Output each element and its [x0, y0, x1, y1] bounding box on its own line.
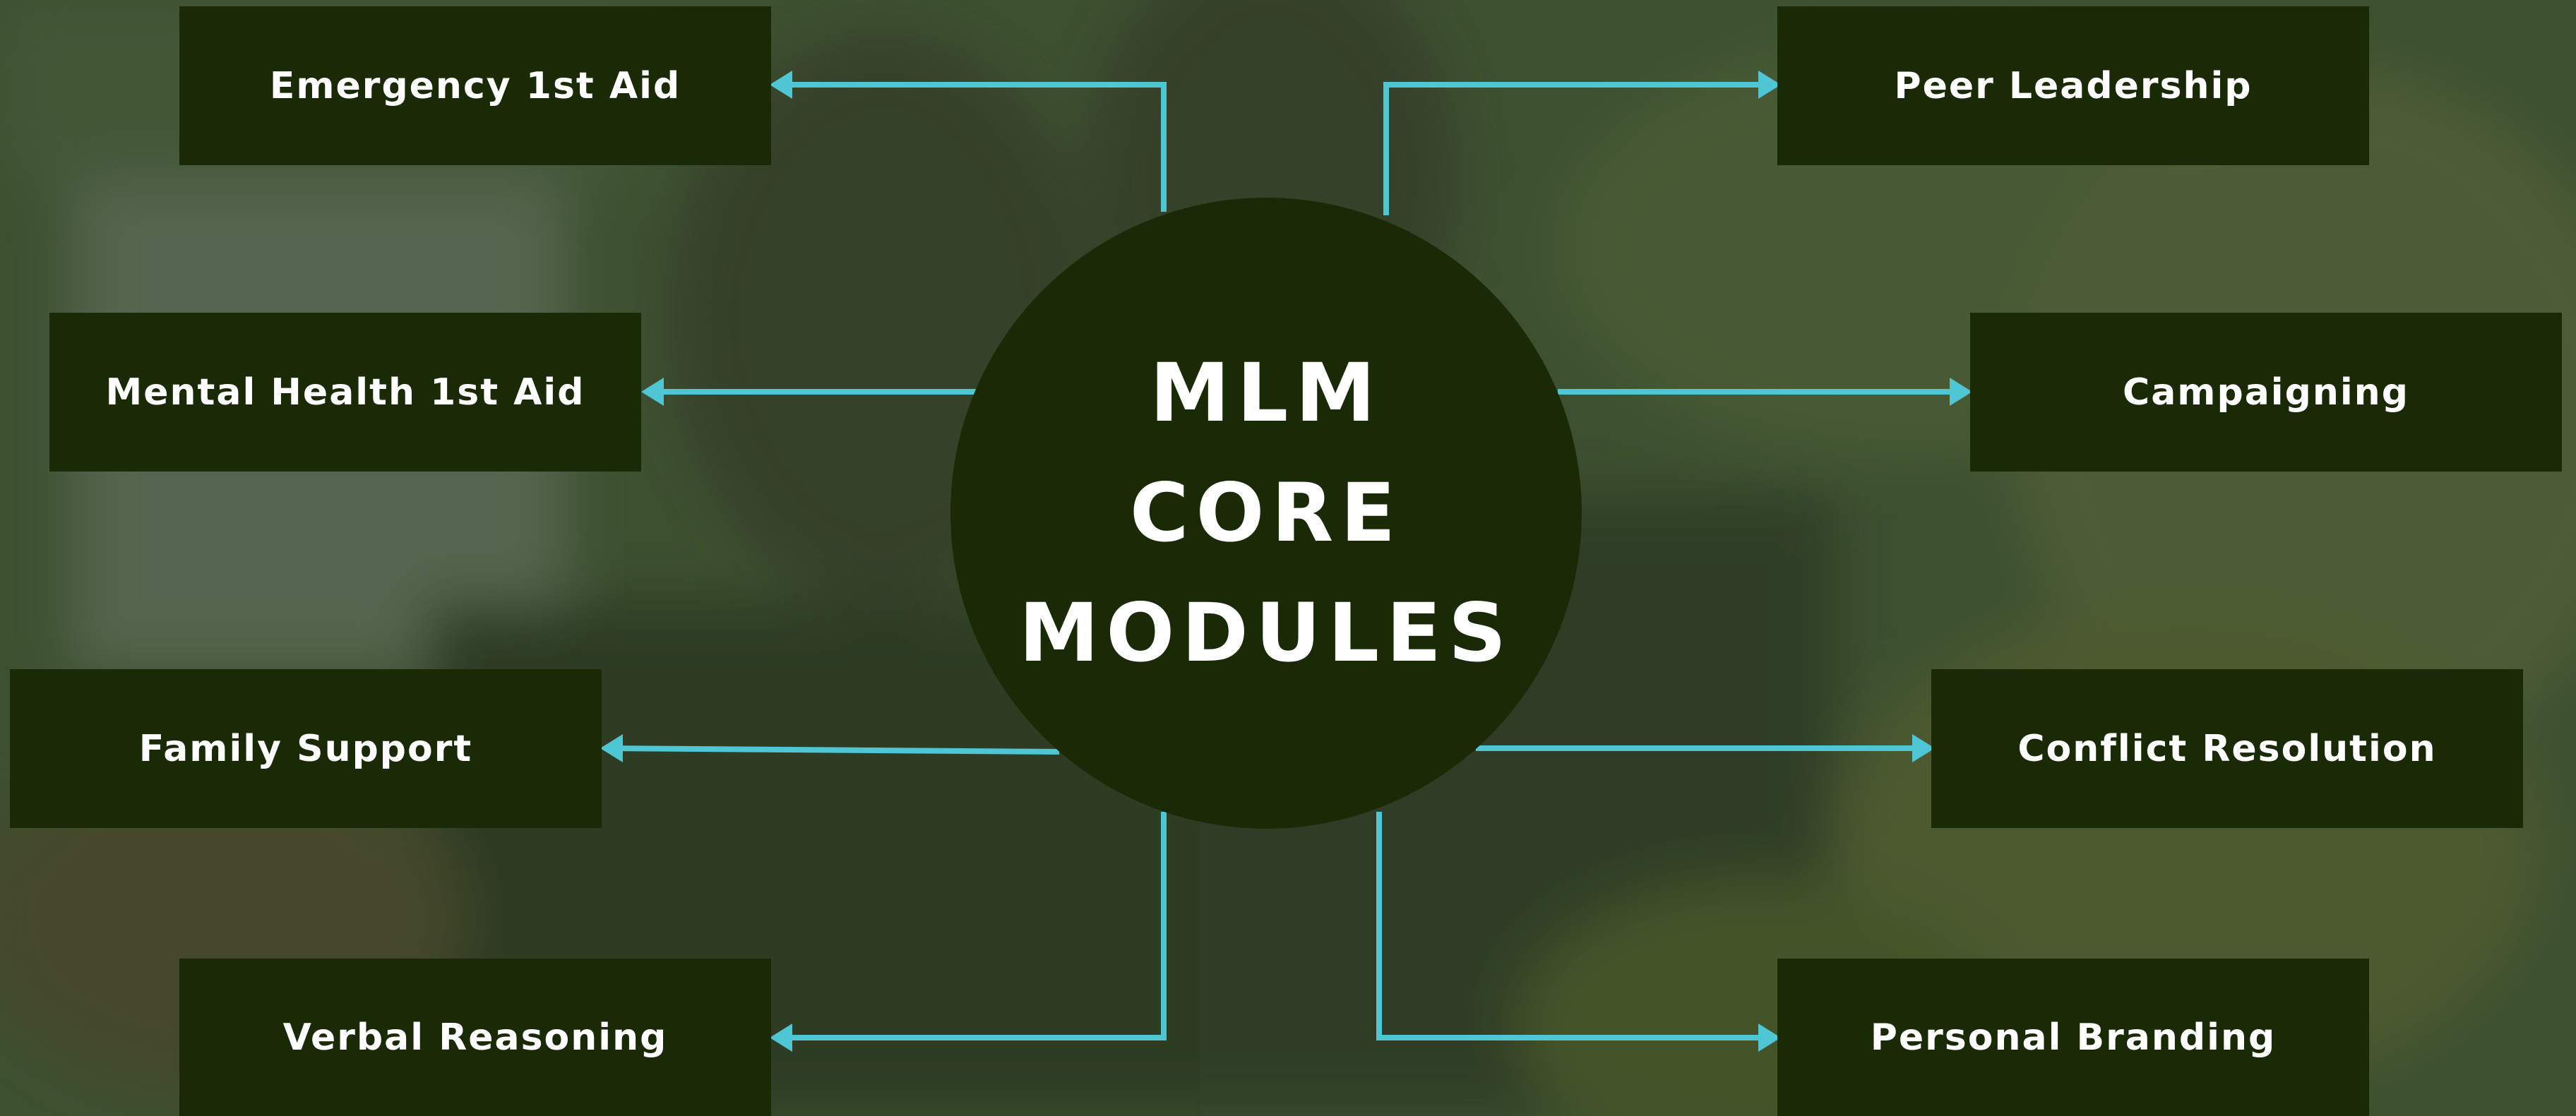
module-family-support: Family Support: [10, 669, 602, 828]
module-label: Peer Leadership: [1894, 64, 2253, 107]
core-modules-hub: MLM CORE MODULES: [950, 198, 1582, 829]
module-peer-leadership: Peer Leadership: [1777, 6, 2369, 165]
module-label: Conflict Resolution: [2017, 727, 2437, 770]
module-label: Campaigning: [2123, 371, 2409, 414]
hub-title-line-1: MLM: [1150, 346, 1383, 440]
module-mental-health-first-aid: Mental Health 1st Aid: [49, 313, 641, 472]
module-label: Family Support: [138, 727, 473, 770]
hub-title-line-3: MODULES: [1018, 586, 1514, 680]
hub-title-line-2: CORE: [1129, 466, 1403, 560]
module-label: Verbal Reasoning: [282, 1016, 668, 1059]
module-verbal-reasoning: Verbal Reasoning: [179, 959, 771, 1116]
module-label: Mental Health 1st Aid: [105, 371, 585, 414]
module-campaigning: Campaigning: [1970, 313, 2562, 472]
module-personal-branding: Personal Branding: [1777, 959, 2369, 1116]
module-emergency-first-aid: Emergency 1st Aid: [179, 6, 771, 165]
module-label: Personal Branding: [1870, 1016, 2277, 1059]
module-label: Emergency 1st Aid: [269, 64, 681, 107]
module-conflict-resolution: Conflict Resolution: [1931, 669, 2523, 828]
